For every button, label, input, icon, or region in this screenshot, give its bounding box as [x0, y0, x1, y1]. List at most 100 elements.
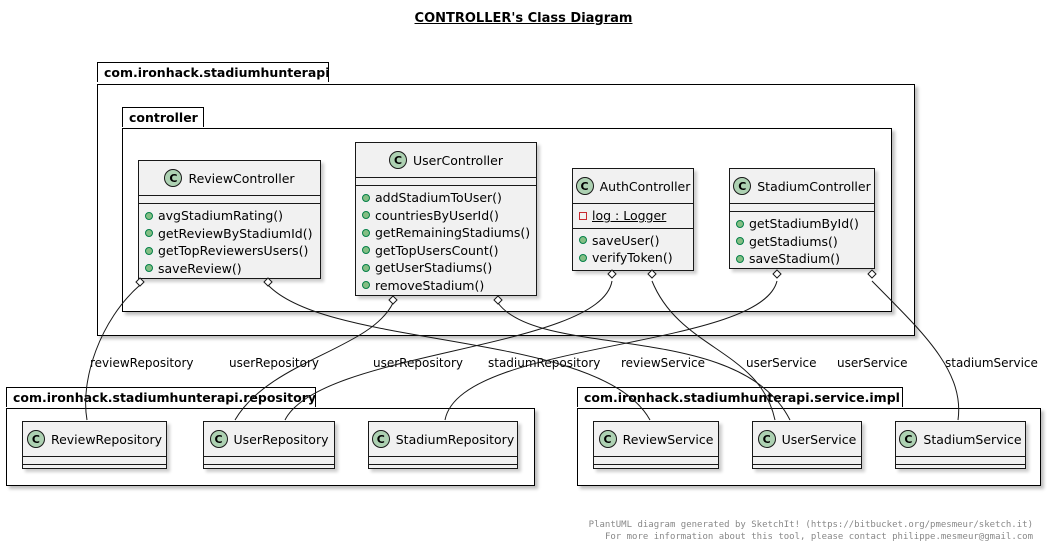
- method: addStadiumToUser(): [362, 189, 536, 207]
- package-repository-label: com.ironhack.stadiumhunterapi.repository: [13, 390, 317, 405]
- methods-section: [753, 465, 861, 472]
- field-name: log : Logger: [592, 208, 667, 223]
- class-header: C UserController: [356, 143, 536, 178]
- class-review-controller[interactable]: C ReviewController avgStadiumRating() ge…: [138, 160, 321, 279]
- class-review-repository[interactable]: C ReviewRepository: [22, 421, 167, 469]
- methods-section: [896, 465, 1025, 472]
- package-api-label: com.ironhack.stadiumhunterapi: [104, 65, 330, 80]
- method-name: getStadiumById(): [749, 216, 859, 231]
- class-user-controller[interactable]: C UserController addStadiumToUser() coun…: [355, 142, 537, 296]
- package-service-impl-label: com.ironhack.stadiumhunterapi.service.im…: [584, 390, 900, 405]
- class-name: ReviewService: [622, 431, 714, 447]
- method: getTopReviewersUsers(): [145, 242, 320, 260]
- class-header: C StadiumService: [896, 422, 1025, 457]
- rel-label-review-repository: reviewRepository: [90, 356, 194, 370]
- method-name: saveUser(): [592, 232, 660, 248]
- class-user-service[interactable]: C UserService: [752, 421, 862, 469]
- method-name: avgStadiumRating(): [158, 208, 284, 223]
- class-review-service[interactable]: C ReviewService: [593, 421, 719, 469]
- package-controller-label: controller: [129, 110, 198, 125]
- method-name: addStadiumToUser(): [375, 190, 502, 205]
- methods-section: avgStadiumRating() getReviewByStadiumId(…: [139, 204, 320, 280]
- method: saveStadium(): [736, 250, 874, 268]
- methods-section: getStadiumById() getStadiums() saveStadi…: [730, 212, 874, 271]
- package-service-impl-tab: com.ironhack.stadiumhunterapi.service.im…: [577, 387, 903, 407]
- public-method-icon: [362, 246, 370, 255]
- public-method-icon: [736, 254, 744, 263]
- method-name: getTopReviewersUsers(): [158, 243, 309, 258]
- public-method-icon: [579, 253, 587, 262]
- public-method-icon: [362, 211, 370, 220]
- class-icon: C: [371, 430, 390, 448]
- class-icon: C: [575, 177, 594, 195]
- method-name: getStadiums(): [749, 233, 838, 249]
- package-controller-tab: controller: [122, 107, 204, 127]
- class-icon: C: [733, 177, 752, 195]
- method: verifyToken(): [579, 249, 693, 267]
- public-method-icon: [145, 229, 153, 238]
- class-icon: C: [757, 430, 776, 448]
- class-header: C StadiumController: [730, 169, 874, 204]
- method-name: countriesByUserId(): [375, 207, 499, 223]
- rel-label-user-service-1: userService: [746, 356, 817, 370]
- method-name: saveStadium(): [749, 251, 841, 266]
- public-method-icon: [362, 281, 370, 290]
- method-name: removeStadium(): [375, 277, 485, 293]
- fields-section: [204, 457, 334, 465]
- class-icon: C: [598, 430, 617, 448]
- class-icon: C: [209, 430, 228, 448]
- class-name: UserService: [781, 431, 857, 447]
- class-header: C AuthController: [573, 169, 693, 204]
- public-method-icon: [362, 228, 370, 237]
- methods-section: [204, 465, 334, 472]
- class-name: ReviewController: [188, 170, 295, 186]
- package-api-tab: com.ironhack.stadiumhunterapi: [97, 62, 330, 82]
- class-header: C ReviewRepository: [23, 422, 166, 457]
- class-auth-controller[interactable]: C AuthController log : Logger saveUser()…: [572, 168, 694, 271]
- fields-section: [896, 457, 1025, 465]
- method: countriesByUserId(): [362, 207, 536, 225]
- class-stadium-controller[interactable]: C StadiumController getStadiumById() get…: [729, 168, 875, 269]
- method: getUserStadiums(): [362, 259, 536, 277]
- class-header: C UserService: [753, 422, 861, 457]
- methods-section: saveUser() verifyToken(): [573, 229, 693, 270]
- field: log : Logger: [579, 207, 693, 225]
- method: getStadiumById(): [736, 215, 874, 233]
- diagram-title: CONTROLLER's Class Diagram: [414, 11, 633, 26]
- method-name: getTopUsersCount(): [375, 242, 499, 258]
- class-icon: C: [899, 430, 918, 448]
- fields-section: log : Logger: [573, 204, 693, 229]
- footer-line-2: For more information about this tool, pl…: [604, 532, 1033, 542]
- public-method-icon: [362, 263, 370, 272]
- class-header: C UserRepository: [204, 422, 334, 457]
- public-method-icon: [145, 246, 153, 255]
- class-name: UserRepository: [233, 431, 329, 447]
- fields-section: [23, 457, 166, 465]
- fields-section: [753, 457, 861, 465]
- class-stadium-repository[interactable]: C StadiumRepository: [368, 421, 518, 469]
- method-name: getReviewByStadiumId(): [158, 225, 313, 241]
- fields-section: [356, 178, 536, 186]
- methods-section: [23, 465, 166, 472]
- class-name: AuthController: [599, 178, 691, 194]
- class-stadium-service[interactable]: C StadiumService: [895, 421, 1026, 469]
- method: saveReview(): [145, 260, 320, 278]
- method: removeStadium(): [362, 277, 536, 295]
- method-name: saveReview(): [158, 260, 242, 276]
- methods-section: addStadiumToUser() countriesByUserId() g…: [356, 186, 536, 297]
- method: getStadiums(): [736, 233, 874, 251]
- class-name: StadiumRepository: [395, 431, 515, 447]
- class-header: C ReviewController: [139, 161, 320, 196]
- method-name: verifyToken(): [592, 250, 673, 265]
- footer: PlantUML diagram generated by SketchIt! …: [589, 519, 1033, 543]
- public-method-icon: [736, 219, 744, 228]
- fields-section: [369, 457, 517, 465]
- class-user-repository[interactable]: C UserRepository: [203, 421, 335, 469]
- rel-label-stadium-repository: stadiumRepository: [488, 356, 601, 370]
- public-method-icon: [362, 193, 370, 202]
- class-header: C ReviewService: [594, 422, 718, 457]
- class-icon: C: [164, 169, 183, 187]
- fields-section: [139, 196, 320, 204]
- fields-section: [594, 457, 718, 465]
- class-name: UserController: [413, 152, 503, 168]
